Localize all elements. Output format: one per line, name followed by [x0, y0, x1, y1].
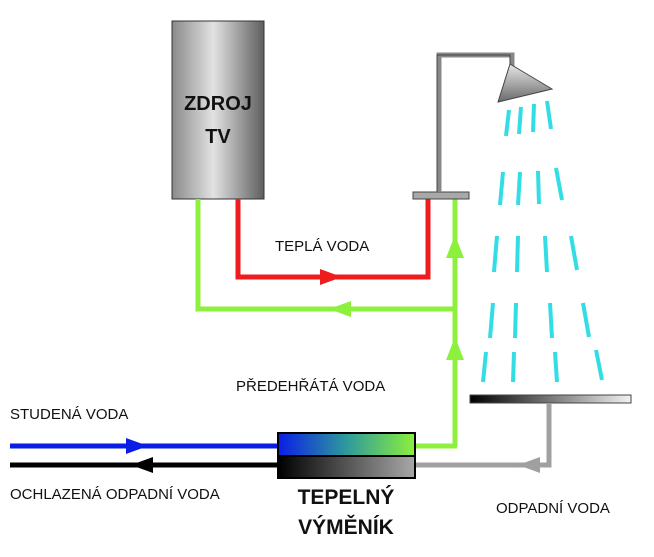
shower	[412, 52, 554, 200]
source-label-line2: TV	[205, 126, 231, 148]
hot-water-source: ZDROJ TV	[171, 20, 265, 200]
preheated-water-label: PŘEDEHŘÁTÁ VODA	[236, 378, 385, 395]
cold-water-arrow-icon	[126, 438, 148, 454]
cooled-waste-pipe	[10, 457, 278, 473]
shower-spray	[481, 100, 604, 383]
waste-water-pipe	[415, 403, 552, 473]
preheated-water-pipe	[195, 199, 464, 449]
cold-water-label: STUDENÁ VODA	[10, 406, 128, 423]
preheated-up-arrow-upper-icon	[446, 235, 464, 258]
cooled-waste-arrow-icon	[131, 457, 153, 473]
source-label-line1: ZDROJ	[184, 93, 252, 115]
heat-exchanger-label-line1: TEPELNÝ	[298, 485, 395, 509]
preheated-up-arrow-lower-icon	[446, 337, 464, 360]
hot-water-arrow-icon	[320, 269, 342, 285]
waste-water-label: ODPADNÍ VODA	[496, 500, 610, 517]
hot-water-label: TEPLÁ VODA	[275, 238, 369, 255]
waste-water-arrow-icon	[518, 457, 540, 473]
shower-head-icon	[497, 63, 554, 103]
cold-water-pipe	[10, 438, 278, 454]
hot-water-pipe	[235, 199, 431, 285]
mixer-bar	[412, 191, 470, 200]
cooled-waste-label: OCHLAZENÁ ODPADNÍ VODA	[10, 486, 220, 503]
heat-exchanger-label-line2: VÝMĚNÍK	[298, 515, 394, 539]
preheated-left-arrow-icon	[329, 301, 351, 317]
heat-exchanger: TEPELNÝ VÝMĚNÍK	[277, 432, 416, 539]
shower-tray	[469, 394, 632, 404]
